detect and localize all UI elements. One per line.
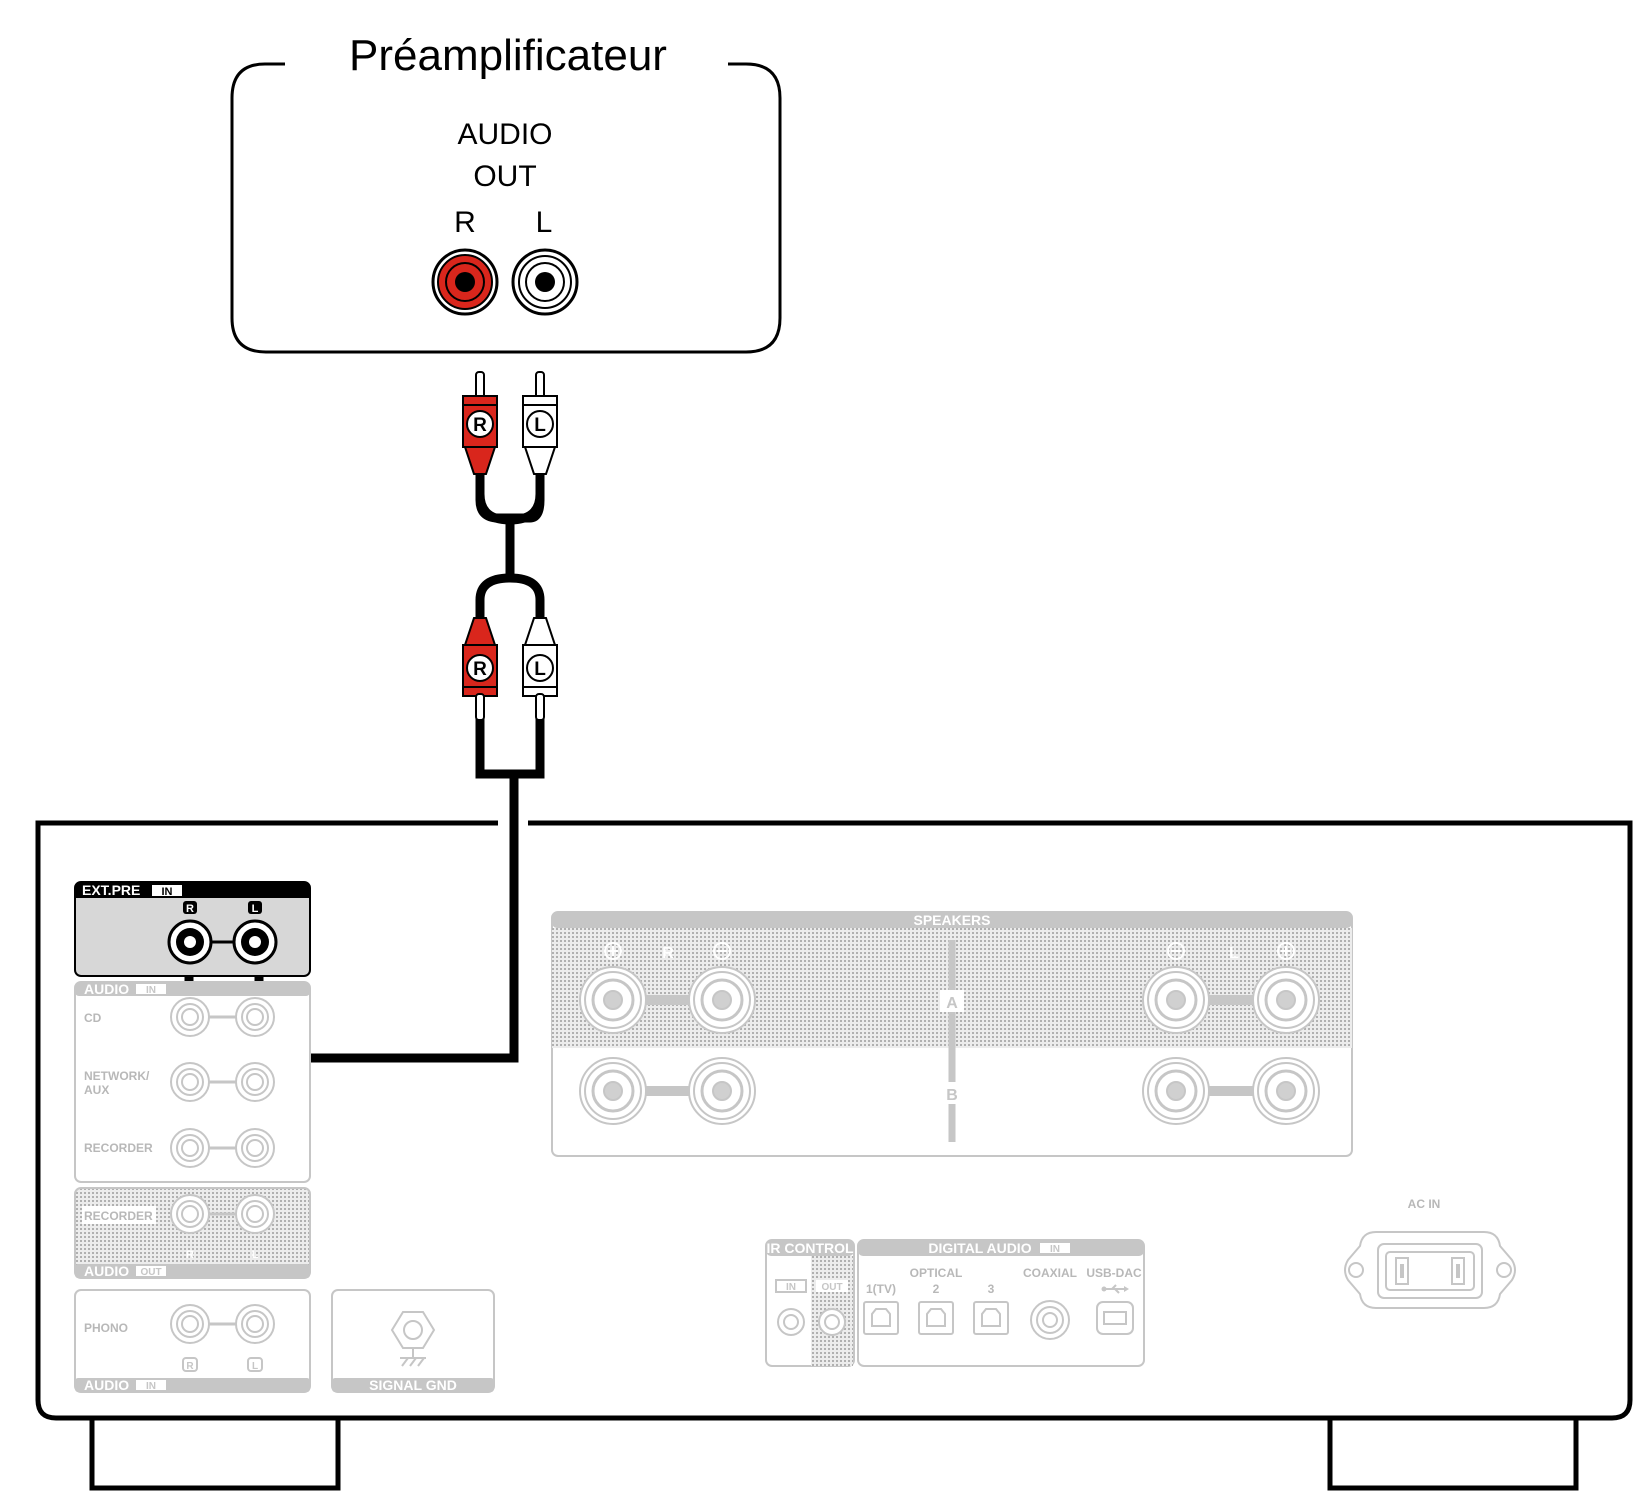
- audio-out-jacks[interactable]: [170, 1194, 275, 1234]
- audio-out-tag: OUT: [140, 1267, 161, 1278]
- preamplifier-box: Préamplificateur AUDIO OUT R L: [230, 31, 782, 354]
- coaxial-jack[interactable]: [1030, 1300, 1070, 1340]
- signal-gnd-label: SIGNAL GND: [369, 1377, 457, 1393]
- speaker-a-label: A: [946, 995, 958, 1012]
- usb-dac-label: USB-DAC: [1086, 1266, 1142, 1280]
- phono-r: R: [186, 1361, 194, 1372]
- speakers-label: SPEAKERS: [913, 912, 990, 928]
- preamp-audio-label: AUDIO: [457, 118, 552, 151]
- plug-bottom-left-label: L: [534, 659, 546, 680]
- audio-in-network: NETWORK/: [84, 1069, 150, 1083]
- optical-label: OPTICAL: [910, 1266, 963, 1280]
- phono-jack-right[interactable]: [170, 1304, 210, 1344]
- optical-2-label: 2: [933, 1282, 940, 1296]
- ground-terminal-icon[interactable]: [390, 1311, 436, 1367]
- audio-in-aux: AUX: [84, 1083, 109, 1097]
- audio-out-l: L: [252, 1249, 259, 1261]
- preamp-title: Préamplificateur: [349, 31, 667, 80]
- optical-3-label: 3: [988, 1282, 995, 1296]
- ext-pre-in-panel: EXT.PRE IN R L: [74, 881, 311, 977]
- plug-bottom-left: [522, 617, 558, 721]
- network-aux-jack-right[interactable]: [170, 1062, 210, 1102]
- optical-1-port[interactable]: [863, 1301, 899, 1335]
- speaker-a-left-terminal-2[interactable]: [1252, 966, 1320, 1034]
- phono-audio-label: AUDIO: [84, 1377, 129, 1393]
- cd-jack-left[interactable]: [235, 997, 275, 1037]
- amplifier-rear-panel: [35, 820, 1633, 1491]
- audio-in-label: AUDIO: [84, 981, 129, 997]
- preamp-jack-right[interactable]: [431, 248, 499, 316]
- ac-inlet[interactable]: [1344, 1231, 1516, 1309]
- usb-dac-port[interactable]: [1096, 1301, 1134, 1335]
- digital-audio-tag: IN: [1050, 1244, 1060, 1255]
- plug-top-right-label: R: [473, 415, 487, 436]
- speaker-b-right-terminal-1[interactable]: [579, 1057, 647, 1125]
- ext-pre-l: L: [252, 903, 259, 915]
- audio-out-label: AUDIO: [84, 1263, 129, 1279]
- digital-audio-label: DIGITAL AUDIO: [928, 1240, 1031, 1256]
- ext-pre-r: R: [186, 903, 194, 915]
- ir-in-label: IN: [786, 1282, 796, 1293]
- speaker-b-left-terminal-1[interactable]: [1142, 1057, 1210, 1125]
- ir-control-panel: IR CONTROL IN OUT: [765, 1239, 855, 1367]
- optical-3-port[interactable]: [973, 1301, 1009, 1335]
- plug-top-left-label: L: [534, 415, 546, 436]
- ext-pre-jack-left[interactable]: [232, 919, 278, 965]
- speaker-b-right-terminal-2[interactable]: [688, 1057, 756, 1125]
- ext-pre-tag: IN: [162, 886, 173, 898]
- plug-bottom-right: [462, 617, 498, 721]
- plug-top-right: [462, 371, 498, 475]
- audio-in-jacks[interactable]: [170, 997, 275, 1168]
- phono-l: L: [252, 1361, 258, 1372]
- speaker-a-right-terminal-2[interactable]: [688, 966, 756, 1034]
- speaker-r-label: R: [662, 945, 674, 962]
- plug-bottom-right-label: R: [473, 659, 487, 680]
- audio-in-tag: IN: [146, 985, 156, 996]
- audio-out-recorder: RECORDER: [84, 1209, 153, 1223]
- plug-top-left: [522, 371, 558, 475]
- ext-pre-jack-right[interactable]: [167, 919, 213, 965]
- ir-control-label: IR CONTROL: [766, 1240, 854, 1256]
- preamp-right-label: R: [454, 206, 476, 239]
- preamp-left-label: L: [536, 206, 553, 239]
- polarity-marks: [604, 942, 1295, 960]
- recorder-in-jack-right[interactable]: [170, 1128, 210, 1168]
- phono-tag: IN: [146, 1381, 156, 1392]
- ac-in-label: AC IN: [1408, 1197, 1441, 1211]
- preamp-out-label: OUT: [473, 160, 536, 193]
- cd-jack-right[interactable]: [170, 997, 210, 1037]
- phono-jacks[interactable]: [170, 1304, 275, 1344]
- phono-jack-left[interactable]: [235, 1304, 275, 1344]
- coaxial-label: COAXIAL: [1023, 1266, 1077, 1280]
- usb-symbol-icon: [1101, 1284, 1129, 1294]
- ir-out-jack[interactable]: [818, 1308, 846, 1336]
- phono-label: PHONO: [84, 1321, 128, 1335]
- ext-pre-label: EXT.PRE: [82, 882, 140, 898]
- network-aux-jack-left[interactable]: [235, 1062, 275, 1102]
- speaker-terminals[interactable]: [579, 966, 1320, 1125]
- digital-audio-panel: DIGITAL AUDIO IN OPTICAL 1(TV) 2 3 COAXI…: [857, 1239, 1145, 1367]
- speaker-a-left-terminal-1[interactable]: [1142, 966, 1210, 1034]
- ir-out-label: OUT: [821, 1282, 842, 1293]
- speaker-b-label: B: [946, 1087, 958, 1104]
- speaker-l-label: L: [1229, 945, 1239, 962]
- optical-2-port[interactable]: [918, 1301, 954, 1335]
- recorder-out-jack-right[interactable]: [170, 1194, 210, 1234]
- preamp-jack-left[interactable]: [511, 248, 579, 316]
- optical-1-label: 1(TV): [866, 1282, 896, 1296]
- ir-in-jack[interactable]: [777, 1308, 805, 1336]
- speaker-a-right-terminal-1[interactable]: [579, 966, 647, 1034]
- audio-in-recorder: RECORDER: [84, 1141, 153, 1155]
- speaker-b-left-terminal-2[interactable]: [1252, 1057, 1320, 1125]
- speakers-panel: SPEAKERS A B R L: [551, 911, 1353, 1157]
- ac-in-panel: AC IN: [1344, 1197, 1516, 1309]
- audio-in-cd: CD: [84, 1011, 102, 1025]
- recorder-in-jack-left[interactable]: [235, 1128, 275, 1168]
- signal-gnd-panel: SIGNAL GND: [331, 1289, 495, 1393]
- audio-out-r: R: [186, 1249, 194, 1261]
- recorder-out-jack-left[interactable]: [235, 1194, 275, 1234]
